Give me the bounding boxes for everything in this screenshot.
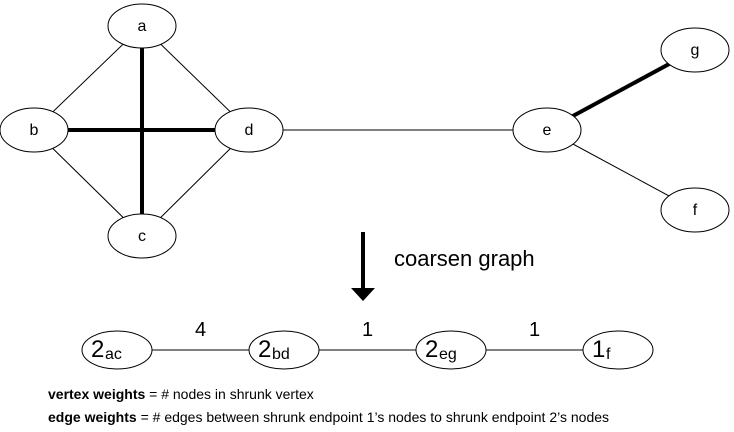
vertex-members-label: f — [606, 346, 611, 363]
node-g — [660, 27, 730, 73]
vertex-weights-legend: vertex weights = # nodes in shrunk verte… — [48, 386, 314, 402]
edge-weights-term: edge weights — [48, 409, 137, 425]
coarse-graph-edges: 4 1 1 — [117, 319, 618, 351]
vertex-members-label: eg — [439, 346, 457, 363]
node-label-b: b — [30, 122, 39, 139]
top-graph-nodes: a b c d e f g — [0, 3, 730, 259]
vertex-weights-term: vertex weights — [48, 386, 146, 402]
coarse-node-bd — [248, 330, 320, 370]
vertex-weight-label: 2 — [91, 336, 104, 363]
top-graph-edges — [33, 25, 696, 237]
node-d — [214, 107, 284, 153]
vertex-weight-label: 1 — [592, 336, 605, 363]
node-c — [107, 213, 177, 259]
node-label-a: a — [138, 18, 147, 35]
coarsen-label: coarsen graph — [394, 246, 535, 271]
node-f — [660, 187, 730, 233]
coarse-node-ac — [81, 330, 153, 370]
vertex-weight-label: 2 — [425, 336, 438, 363]
vertex-members-label: ac — [105, 346, 122, 363]
edge-weights-legend: edge weights = # edges between shrunk en… — [48, 409, 609, 425]
node-b — [0, 107, 69, 153]
node-label-d: d — [245, 122, 254, 139]
vertex-members-label: bd — [272, 346, 290, 363]
coarse-node-f — [582, 330, 654, 370]
node-e — [512, 107, 582, 153]
node-label-f: f — [693, 202, 698, 219]
node-label-c: c — [138, 228, 146, 245]
edge-weight-label: 1 — [362, 319, 373, 341]
edge-weights-desc: = # edges between shrunk endpoint 1’s no… — [136, 409, 610, 425]
node-a — [107, 3, 177, 49]
edge-weight-label: 4 — [195, 319, 206, 341]
vertex-weights-desc: = # nodes in shrunk vertex — [145, 386, 314, 402]
coarse-node-eg — [415, 330, 487, 370]
node-label-g: g — [691, 42, 700, 59]
edge-weight-label: 1 — [529, 319, 540, 341]
coarsen-arrow — [351, 232, 375, 301]
vertex-weight-label: 2 — [258, 336, 271, 363]
node-label-e: e — [543, 122, 552, 139]
